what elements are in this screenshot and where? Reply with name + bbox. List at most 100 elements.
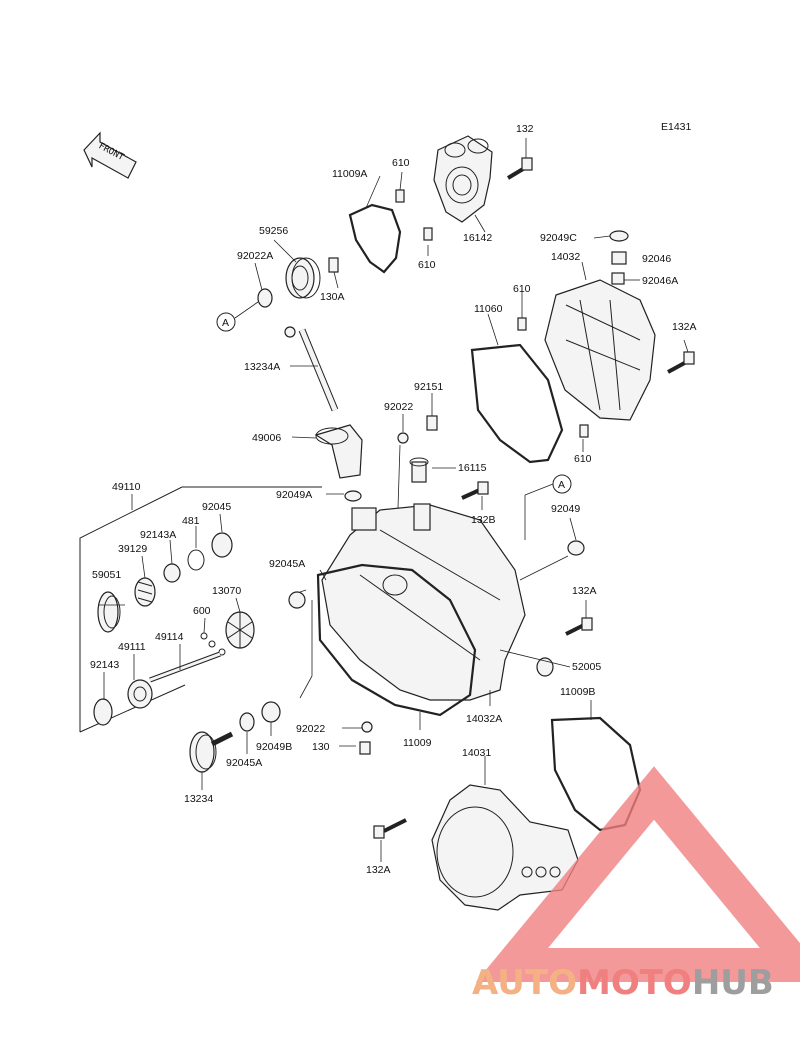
gear-13234: [189, 731, 234, 773]
label-92049c: 92049C: [540, 232, 577, 244]
label-59256: 59256: [259, 225, 288, 237]
label-14032: 14032: [551, 251, 580, 263]
washer-92022-mid: [397, 432, 409, 444]
gasket-11060: [470, 343, 564, 464]
leader-lines: [98, 138, 689, 862]
right-crankcase-cover-14032a: [321, 503, 526, 701]
oil-seal-92049a: [344, 490, 362, 502]
label-132a-mid: 132A: [572, 585, 597, 597]
diagram-code: E1431: [661, 121, 692, 133]
label-92022-low: 92022: [296, 723, 325, 735]
gasket-11009: [316, 563, 477, 717]
washer-92022a: [257, 288, 273, 308]
label-59051: 59051: [92, 569, 121, 581]
group-bracket-lower: [79, 684, 186, 733]
part-labels: 132 11009A 610 610 16142 59256 92022A 13…: [90, 123, 697, 876]
label-132-top: 132: [516, 123, 534, 135]
label-132a-low: 132A: [366, 864, 391, 876]
washer-92049c: [609, 230, 629, 242]
label-610-a: 610: [392, 157, 410, 169]
part-49006: [314, 424, 363, 479]
watermark-moto: MOTO: [577, 963, 692, 1003]
label-16142: 16142: [463, 232, 492, 244]
cap-92046a: [611, 272, 625, 285]
circlip-481: [187, 549, 205, 571]
front-arrow-icon: FRONT: [83, 131, 137, 179]
label-52005: 52005: [572, 661, 601, 673]
gear-59051: [97, 591, 121, 633]
bearing-92045a-mid: [288, 591, 306, 609]
bolt-132-top: [506, 157, 533, 180]
bolt-132a-mid: [565, 617, 593, 636]
ball-600-b: [208, 640, 216, 648]
impeller-13070: [225, 611, 255, 649]
label-130: 130: [312, 741, 330, 753]
washer-92143a: [163, 563, 181, 583]
bolt-92151: [426, 415, 438, 431]
dowel-610-a: [395, 189, 405, 203]
washer-92143: [93, 698, 113, 726]
watermark-text: AUTOMOTOHUB: [472, 963, 774, 1003]
ref-marker-a-left-text: A: [222, 317, 229, 329]
label-610-b: 610: [418, 259, 436, 271]
cap-92046: [611, 251, 627, 265]
group-bracket-49110: [79, 486, 322, 732]
label-92022a: 92022A: [237, 250, 273, 262]
label-132a-right: 132A: [672, 321, 697, 333]
dowel-610-d: [579, 424, 589, 438]
label-610-d: 610: [574, 453, 592, 465]
magneto-cover-14031: [431, 784, 579, 911]
label-49110: 49110: [112, 481, 141, 493]
label-13234: 13234: [184, 793, 213, 805]
label-92046a: 92046A: [642, 275, 678, 287]
gasket-11009a: [348, 203, 402, 274]
label-132b: 132B: [471, 514, 496, 526]
ref-marker-a-left: [216, 312, 236, 332]
ball-600-a: [200, 632, 208, 640]
label-16115: 16115: [458, 462, 487, 474]
shaft-49114: [149, 651, 221, 683]
label-92049: 92049: [551, 503, 580, 515]
label-92046: 92046: [642, 253, 671, 265]
label-92045: 92045: [202, 501, 231, 513]
spring-39129: [134, 577, 156, 607]
bolt-130a: [328, 257, 339, 273]
label-11009: 11009: [403, 737, 432, 749]
label-92045a-mid: 92045A: [269, 558, 305, 570]
watermark-triangle-icon: [475, 766, 800, 982]
label-14032a: 14032A: [466, 713, 502, 725]
label-49114: 49114: [155, 631, 184, 643]
impeller-59256: [285, 257, 321, 299]
bearing-92045a-low: [239, 712, 255, 732]
label-13234a: 13234A: [244, 361, 280, 373]
dowel-610-b: [423, 227, 433, 241]
label-92143a: 92143A: [140, 529, 176, 541]
label-130a: 130A: [320, 291, 345, 303]
label-92049b: 92049B: [256, 741, 292, 753]
label-92143: 92143: [90, 659, 119, 671]
clutch-cover-14032: [544, 279, 656, 421]
water-pump-housing: [433, 135, 493, 223]
label-92045a-low: 92045A: [226, 757, 262, 769]
label-14031: 14031: [462, 747, 491, 759]
label-481: 481: [182, 515, 200, 527]
label-11009b: 11009B: [560, 686, 595, 698]
bolt-130: [359, 741, 371, 755]
label-49006: 49006: [252, 432, 281, 444]
bolt-132b: [461, 481, 489, 500]
label-600: 600: [193, 605, 211, 617]
label-92022-mid: 92022: [384, 401, 413, 413]
part-49111: [127, 679, 153, 709]
label-11009a: 11009A: [332, 168, 367, 180]
label-92049a: 92049A: [276, 489, 312, 501]
plug-16115: [409, 457, 429, 483]
oil-seal-92049b: [261, 701, 281, 723]
label-49111: 49111: [118, 641, 146, 653]
bolt-132a-low: [373, 818, 407, 839]
part-52005: [536, 657, 554, 677]
label-13070: 13070: [212, 585, 241, 597]
label-39129: 39129: [118, 543, 147, 555]
ref-marker-a-right-text: A: [558, 479, 565, 491]
